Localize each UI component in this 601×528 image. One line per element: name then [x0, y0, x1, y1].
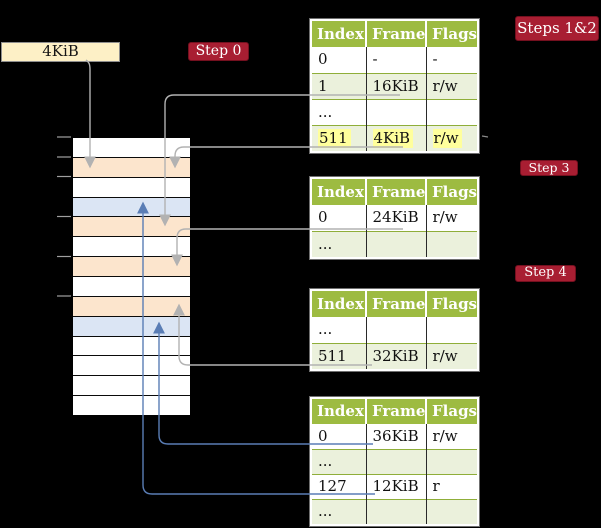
cell-flags: r/w — [432, 426, 458, 445]
table-row: 0 - - — [312, 47, 477, 73]
cell-frame: 24KiB — [366, 205, 427, 231]
table-row: ... — [312, 448, 477, 474]
cell-index: 1 — [312, 72, 367, 99]
table-row: ... — [312, 98, 477, 125]
cell-index: 511 — [312, 124, 367, 151]
step-3-label: Step 3 — [520, 160, 578, 176]
steps-1-2-label: Steps 1&2 — [515, 16, 599, 41]
table-row: ... — [312, 498, 477, 524]
column-header-index: Index — [312, 179, 367, 205]
table-header-row: Index Frame Flags — [312, 399, 477, 424]
table-row: 127 12KiB r — [312, 473, 477, 499]
highlighted-value: 511 — [318, 128, 351, 148]
table-row: 0 24KiB r/w — [312, 205, 477, 231]
cell-flags — [426, 498, 477, 524]
memory-cell — [73, 176, 190, 197]
memory-cell — [73, 335, 190, 356]
cell-flags — [426, 98, 477, 125]
cell-frame: 12KiB — [366, 473, 427, 499]
page-table-step-4: Index Frame Flags ... 511 32KiB r/w — [309, 288, 480, 372]
cell-frame — [366, 98, 427, 125]
column-header-index: Index — [312, 21, 367, 47]
table-row: 1 16KiB r/w — [312, 72, 477, 99]
table-row: ... — [312, 317, 477, 343]
table-row-highlighted: 511 4KiB r/w — [312, 124, 477, 151]
cell-frame: 4KiB — [366, 124, 427, 151]
cell-index: ... — [312, 498, 367, 524]
column-header-frame: Frame — [366, 291, 427, 317]
cell-index: ... — [312, 230, 367, 257]
cell-index: 127 — [312, 473, 367, 499]
memory-cell — [73, 216, 190, 237]
cell-flags: r/w — [426, 342, 477, 369]
cell-flags: r — [426, 473, 477, 499]
column-header-flags: Flags — [426, 179, 477, 205]
table-row: 511 32KiB r/w — [312, 342, 477, 369]
cell-flags — [426, 448, 477, 474]
memory-cell — [73, 138, 190, 157]
cell-index: ... — [312, 98, 367, 125]
table-header-row: Index Frame Flags — [312, 21, 477, 47]
cell-frame: 32KiB — [366, 342, 427, 369]
table-row: 0 36KiB r/w — [312, 424, 477, 449]
cell-index: ... — [312, 317, 367, 343]
memory-cell — [73, 375, 190, 396]
cell-flags: - — [432, 50, 438, 69]
column-header-flags: Flags — [426, 21, 477, 47]
cell-frame — [366, 230, 427, 257]
memory-cell — [73, 236, 190, 257]
memory-cell — [73, 315, 190, 336]
memory-cell — [73, 295, 190, 316]
column-header-flags: Flags — [426, 291, 477, 317]
cell-frame — [366, 317, 427, 343]
memory-cell — [73, 395, 190, 416]
column-header-frame: Frame — [366, 21, 427, 47]
page-table-leaf: Index Frame Flags 0 36KiB r/w ... 127 12… — [309, 396, 480, 527]
cell-index: 511 — [312, 342, 367, 369]
page-table-steps-1-2: Index Frame Flags 0 - - 1 16KiB r/w ... … — [309, 18, 480, 154]
step-4-label: Step 4 — [515, 265, 576, 282]
physical-memory-column — [72, 137, 191, 416]
table-row: ... — [312, 230, 477, 257]
table1-row511-side-dash — [481, 135, 489, 138]
cell-frame: 16KiB — [366, 72, 427, 99]
cell-index: 0 — [312, 424, 367, 449]
table-header-row: Index Frame Flags — [312, 179, 477, 205]
cell-frame: - — [366, 47, 427, 73]
cell-frame — [366, 448, 427, 474]
cell-index: 0 — [312, 47, 367, 73]
frame-boundary-ticks — [57, 136, 71, 297]
cell-frame — [366, 498, 427, 524]
memory-cell — [73, 355, 190, 376]
frame-size-label: 4KiB — [1, 42, 120, 62]
cell-flags: r/w — [432, 208, 458, 227]
memory-cell — [73, 256, 190, 277]
cell-flags — [426, 230, 477, 257]
column-header-frame: Frame — [366, 399, 427, 424]
highlighted-value: r/w — [432, 128, 462, 148]
column-header-flags: Flags — [426, 399, 477, 424]
cell-index: 0 — [312, 205, 367, 231]
cell-flags: r/w — [426, 124, 477, 151]
memory-cell — [73, 156, 190, 177]
column-header-frame: Frame — [366, 179, 427, 205]
cell-flags — [426, 317, 477, 343]
highlighted-value: 4KiB — [372, 128, 414, 148]
cell-frame: 36KiB — [366, 424, 427, 449]
table-header-row: Index Frame Flags — [312, 291, 477, 317]
page-table-step-3: Index Frame Flags 0 24KiB r/w ... — [309, 176, 480, 260]
column-header-index: Index — [312, 291, 367, 317]
cell-flags: r/w — [426, 72, 477, 99]
step-0-label: Step 0 — [188, 42, 249, 61]
memory-cell — [73, 276, 190, 296]
memory-cell — [73, 196, 190, 217]
cell-index: ... — [312, 448, 367, 474]
column-header-index: Index — [312, 399, 367, 424]
